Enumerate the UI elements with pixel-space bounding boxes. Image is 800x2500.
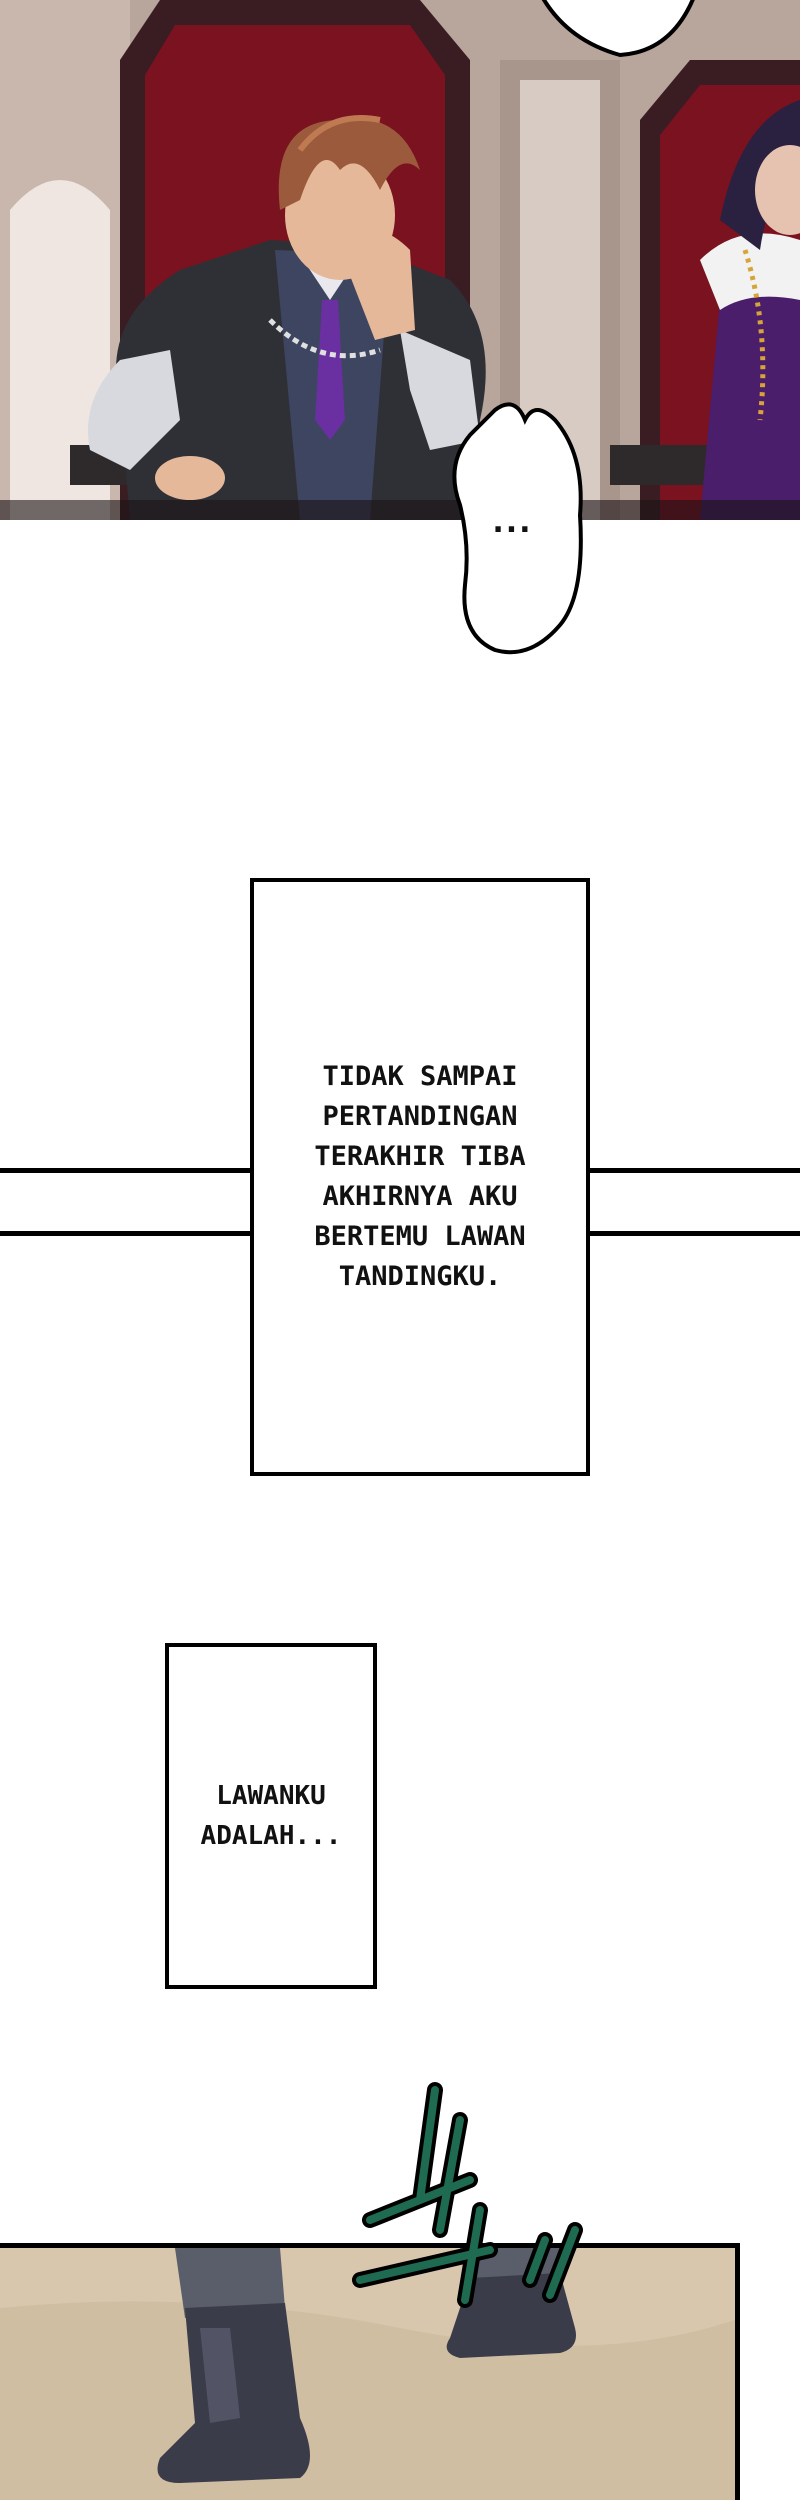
scene-panel-feet — [0, 2243, 740, 2500]
speech-bubble-ellipsis — [452, 402, 583, 655]
ellipsis-dialogue: ... — [492, 505, 533, 540]
speech-bubble-top — [541, 0, 695, 58]
narration-text-2: LAWANKU ADALAH... — [200, 1781, 342, 1851]
sound-effect-strokes — [352, 2082, 583, 2308]
narration-text-1: TIDAK SAMPAI PERTANDINGAN TERAKHIR TIBA … — [314, 1061, 526, 1292]
boots-illustration — [0, 2248, 735, 2500]
narration-box-2: LAWANKU ADALAH... — [165, 1643, 377, 1989]
narration-box-1: TIDAK SAMPAI PERTANDINGAN TERAKHIR TIBA … — [250, 878, 590, 1476]
